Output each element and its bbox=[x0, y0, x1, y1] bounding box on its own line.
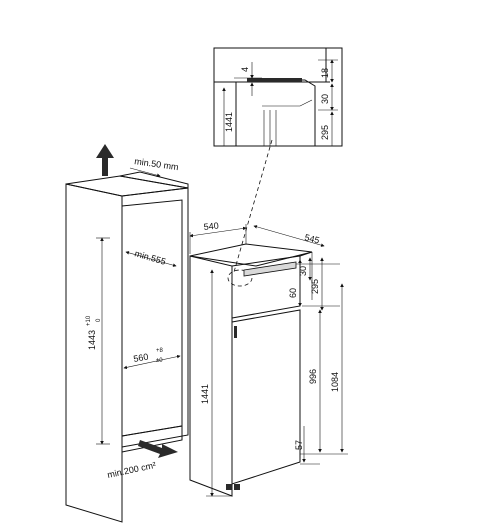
cabinet-niche bbox=[65, 171, 189, 523]
cabinet-width-tol-top: +8 bbox=[156, 348, 164, 354]
cabinet-width-tol-bot: ±0 bbox=[156, 358, 163, 364]
inset-dim-4: 4 bbox=[240, 67, 250, 72]
appliance-width-label: 540 bbox=[203, 220, 219, 232]
cabinet-depth-label: min.555 bbox=[133, 248, 167, 266]
cabinet-height-tol-top: +10 bbox=[86, 315, 92, 326]
dim-30: 30 bbox=[298, 266, 308, 276]
vent-up-arrow bbox=[96, 144, 114, 176]
dim-57: 57 bbox=[294, 440, 304, 450]
detail-circle bbox=[227, 269, 253, 287]
vent-area-label: min.200 cm² bbox=[106, 460, 157, 480]
cabinet-top-gap-label: min.50 mm bbox=[134, 156, 179, 172]
appliance-height-label: 1441 bbox=[200, 384, 210, 404]
inset-dim-18: 18 bbox=[320, 68, 330, 78]
cabinet-height-tol-bot: 0 bbox=[96, 318, 102, 322]
vent-in-arrow bbox=[138, 440, 178, 458]
inset-dim-30: 30 bbox=[320, 94, 330, 104]
detail-leader bbox=[233, 139, 273, 273]
inset-dim-295: 295 bbox=[320, 125, 330, 140]
top-seal bbox=[247, 78, 302, 82]
appliance-depth-label: 545 bbox=[304, 232, 321, 245]
inset-dim-1441: 1441 bbox=[224, 112, 234, 132]
cabinet-width-label: 560 bbox=[133, 352, 150, 364]
detail-inset: 1441 4 18 30 295 bbox=[213, 47, 343, 147]
cabinet-height-label: 1443 bbox=[87, 330, 97, 350]
dim-996: 996 bbox=[308, 369, 318, 384]
dim-295: 295 bbox=[310, 279, 320, 294]
dim-1084: 1084 bbox=[330, 372, 340, 392]
dim-60: 60 bbox=[288, 288, 298, 298]
